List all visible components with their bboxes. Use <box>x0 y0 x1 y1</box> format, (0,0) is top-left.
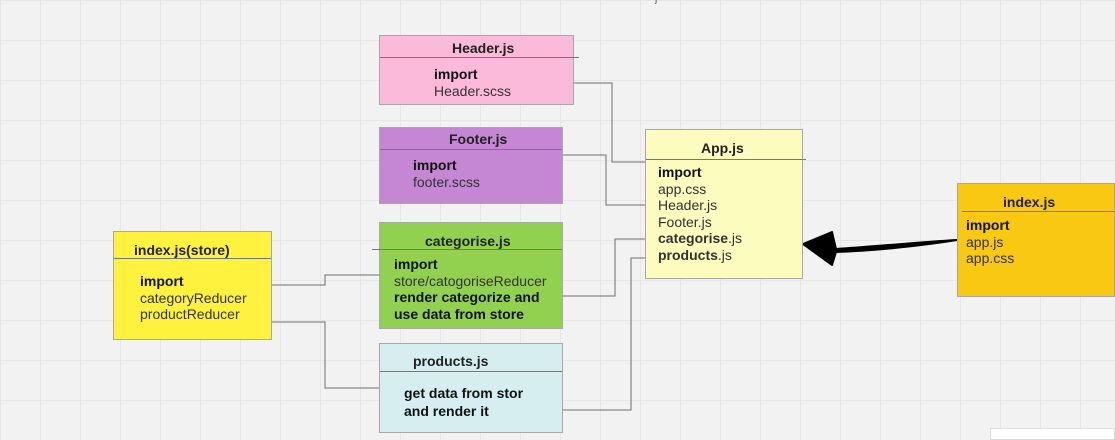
footer-js-divider <box>380 149 562 150</box>
products-js-box[interactable]: products.js get data from stor and rende… <box>379 343 563 433</box>
index-js-app: app.js <box>966 233 1004 250</box>
footer-js-import: import <box>413 157 457 173</box>
categorise-js-render-line: render categorize and <box>394 289 540 305</box>
connector-categorise-to-app <box>562 238 645 297</box>
header-js-body: import Header.scss <box>434 66 511 99</box>
store-index-js-product-reducer: productReducer <box>140 306 240 322</box>
index-js-divider <box>962 211 1114 212</box>
index-js-import: import <box>966 217 1010 233</box>
index-js-css: app.css <box>966 250 1015 266</box>
products-js-get-line: get data from stor <box>404 385 524 401</box>
categorise-js-divider <box>372 249 562 250</box>
footer-js-title: Footer.js <box>449 131 508 147</box>
header-js-scss: Header.scss <box>434 82 512 99</box>
store-index-js-import: import <box>140 273 184 289</box>
connector-footer-to-app <box>562 154 645 206</box>
connector-products-to-app <box>562 257 645 411</box>
store-index-js-title: index.js(store) <box>134 242 230 258</box>
connector-store-to-products <box>271 321 379 389</box>
app-js-footer: Footer.js <box>658 213 712 230</box>
index-js-title: index.js <box>1003 194 1056 210</box>
header-js-import: import <box>434 66 478 82</box>
bottom-right-panel[interactable] <box>990 428 1115 440</box>
app-js-products-name: products <box>658 246 718 263</box>
categorise-js-use-line: use data from store <box>394 305 524 322</box>
app-js-products-ext: .js <box>717 246 732 263</box>
header-js-divider <box>380 57 579 58</box>
categorise-js-body: import store/catogoriseReducer render ca… <box>394 256 547 322</box>
app-js-categorise-ext: .js <box>728 230 743 246</box>
app-js-categorise-name: categorise <box>658 230 729 246</box>
app-js-css: app.css <box>658 180 707 197</box>
categorise-js-title: categorise.js <box>425 233 511 249</box>
arrow-index-to-app <box>802 231 958 266</box>
app-js-divider <box>646 159 806 160</box>
products-js-divider <box>380 371 562 372</box>
categorise-js-import: import <box>394 256 438 272</box>
top-edge-text: j <box>655 0 657 5</box>
app-js-header: Header.js <box>658 197 718 213</box>
header-js-title: Header.js <box>452 40 515 56</box>
store-index-js-category-reducer: categoryReducer <box>140 289 247 306</box>
app-js-box[interactable]: App.js import app.css Header.js Footer.j… <box>645 129 806 279</box>
store-index-js-body: import categoryReducer productReducer <box>140 273 247 323</box>
connector-header-to-app <box>573 82 645 163</box>
app-js-products: products.js <box>658 247 742 264</box>
products-js-render-line: and render it <box>404 403 489 419</box>
app-js-body: import app.css Header.js Footer.js categ… <box>658 164 742 263</box>
store-index-js-box[interactable]: index.js(store) import categoryReducer p… <box>113 231 272 340</box>
connector-store-to-categorise <box>271 274 379 286</box>
products-js-title: products.js <box>413 353 489 369</box>
footer-js-body: import footer.scss <box>413 157 480 190</box>
store-index-js-divider <box>114 258 271 259</box>
app-js-title: App.js <box>701 140 744 156</box>
categorise-js-reducer: store/catogoriseReducer <box>394 272 547 289</box>
app-js-import: import <box>658 164 702 180</box>
categorise-js-box[interactable]: categorise.js import store/catogoriseRed… <box>372 222 563 329</box>
products-js-body: get data from stor and render it <box>404 384 523 420</box>
index-js-body: import app.js app.css <box>966 217 1014 267</box>
app-js-categorise: categorise.js <box>658 230 742 247</box>
footer-js-box[interactable]: Footer.js import footer.scss <box>379 127 563 204</box>
index-js-box[interactable]: index.js import app.js app.css <box>957 183 1115 297</box>
footer-js-scss: footer.scss <box>413 173 480 190</box>
header-js-box[interactable]: Header.js import Header.scss <box>379 35 579 105</box>
